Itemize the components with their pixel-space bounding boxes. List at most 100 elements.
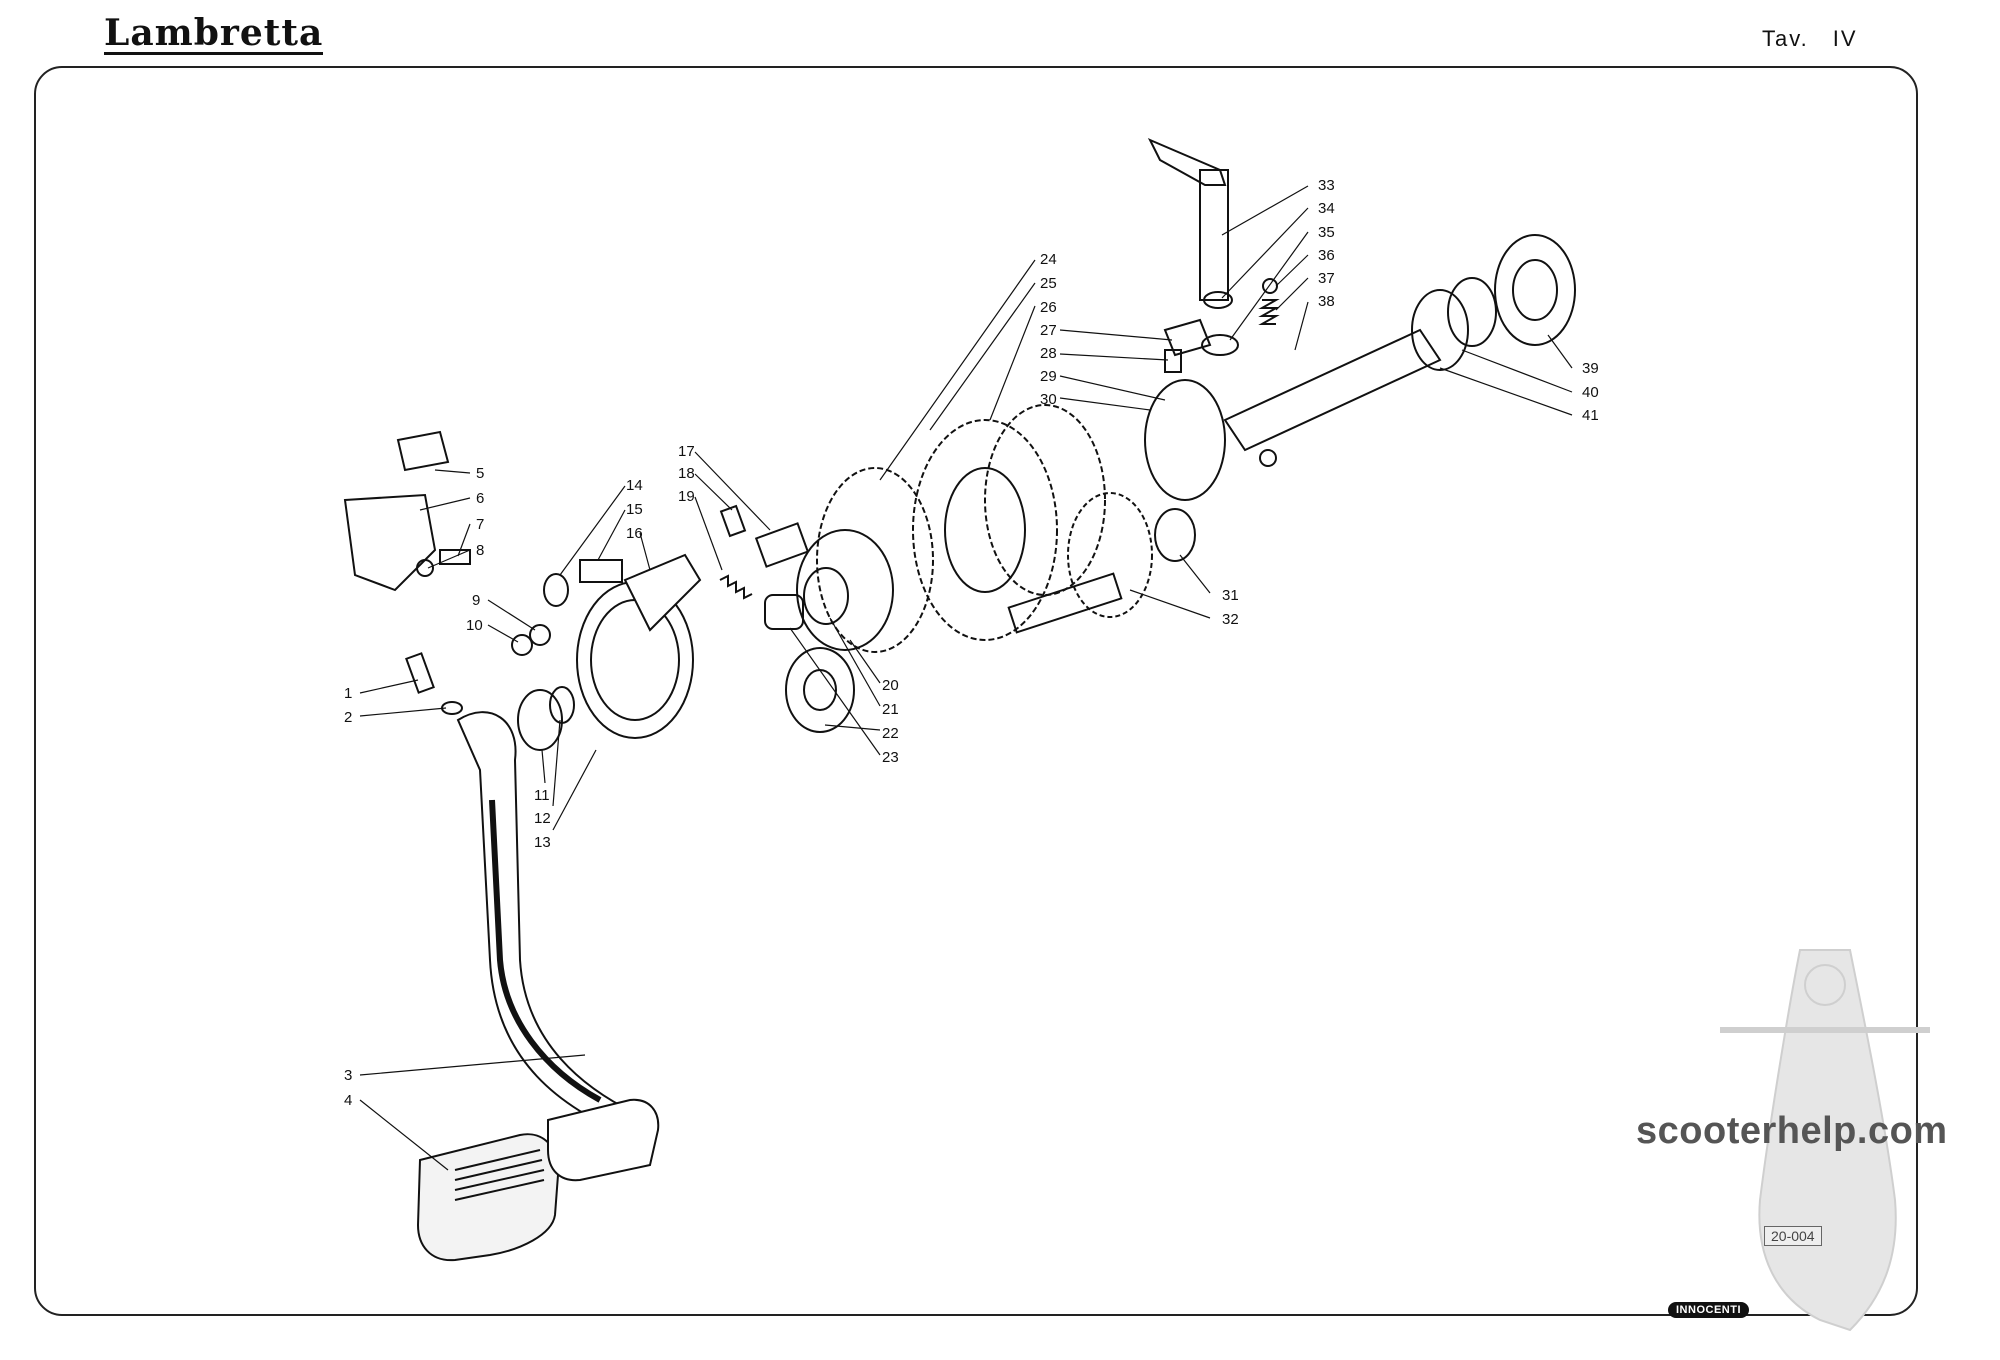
washer-31 <box>1154 508 1196 562</box>
ball-36 <box>1262 278 1278 294</box>
label-16: 16 <box>626 525 643 542</box>
label-17: 17 <box>678 443 695 460</box>
label-14: 14 <box>626 477 643 494</box>
ball-lower <box>1259 449 1277 467</box>
label-3: 3 <box>344 1067 352 1084</box>
kick-quadrant <box>623 553 702 632</box>
label-34: 34 <box>1318 200 1335 217</box>
washer-11 <box>517 689 563 751</box>
label-40: 40 <box>1582 384 1599 401</box>
label-10: 10 <box>466 617 483 634</box>
label-13: 13 <box>534 834 551 851</box>
label-27: 27 <box>1040 322 1057 339</box>
bolt-7 <box>439 549 471 565</box>
label-21: 21 <box>882 701 899 718</box>
bearing-22 <box>785 647 855 733</box>
plunger-17 <box>754 522 810 568</box>
washer-35 <box>1201 334 1239 356</box>
leader-lines <box>359 185 1573 1171</box>
selector-lever-33 <box>1147 138 1227 186</box>
bush-21 <box>803 567 849 625</box>
pedal-rubber <box>416 1133 560 1262</box>
table-number: IV <box>1832 26 1858 51</box>
label-23: 23 <box>882 749 899 766</box>
pedal-pad <box>547 1098 660 1182</box>
brand-logo: Lambretta <box>104 12 324 55</box>
gear-25-hub <box>944 467 1026 593</box>
rubber-buffer <box>396 430 450 472</box>
gear-24 <box>816 467 934 653</box>
pin-28 <box>1164 349 1182 373</box>
spring-37 <box>1258 299 1280 325</box>
detent-18 <box>719 504 747 538</box>
gear-26 <box>984 404 1106 596</box>
pedal-ribs <box>454 1149 545 1201</box>
label-8: 8 <box>476 542 484 559</box>
label-31: 31 <box>1222 587 1239 604</box>
gear-25 <box>912 419 1058 641</box>
label-6: 6 <box>476 490 484 507</box>
selector-27 <box>1163 318 1212 357</box>
washer-9 <box>529 624 551 646</box>
label-15: 15 <box>626 501 643 518</box>
bearing-39-inner <box>1512 259 1558 321</box>
label-38: 38 <box>1318 293 1335 310</box>
label-2: 2 <box>344 709 352 726</box>
label-41: 41 <box>1582 407 1599 424</box>
label-29: 29 <box>1040 368 1057 385</box>
label-28: 28 <box>1040 345 1057 362</box>
stop-bracket <box>343 493 437 592</box>
diagram-frame <box>34 66 1918 1316</box>
label-36: 36 <box>1318 247 1335 264</box>
lever-shading <box>489 799 602 1103</box>
label-37: 37 <box>1318 270 1335 287</box>
washer-14 <box>543 573 569 607</box>
kick-gear-20 <box>796 529 894 651</box>
bearing-39 <box>1494 234 1576 346</box>
label-39: 39 <box>1582 360 1599 377</box>
needle-roller-23 <box>764 594 804 630</box>
spring-19 <box>719 574 753 600</box>
maker-logo: INNOCENTI <box>1668 1302 1749 1318</box>
selector-shaft <box>1199 169 1229 301</box>
kickstart-lever <box>456 711 652 1142</box>
watermark-site: scooterhelp.com <box>1636 1110 1948 1152</box>
callout-labels: 1 2 3 4 5 6 7 8 9 10 11 12 13 14 15 16 1… <box>344 177 1599 1109</box>
label-4: 4 <box>344 1092 352 1109</box>
washer-8 <box>416 559 434 577</box>
layshaft <box>1007 572 1123 634</box>
label-20: 20 <box>882 677 899 694</box>
label-24: 24 <box>1040 251 1057 268</box>
return-spring-inner <box>590 599 680 721</box>
seal-40 <box>1411 289 1469 371</box>
label-7: 7 <box>476 516 484 533</box>
seal-34 <box>1203 291 1233 309</box>
label-11: 11 <box>534 787 550 804</box>
registration-plate: 20-004 <box>1764 1226 1822 1246</box>
label-30: 30 <box>1040 391 1057 408</box>
label-26: 26 <box>1040 299 1057 316</box>
table-id: Tav. IV <box>1762 26 1858 52</box>
ring-41 <box>1447 277 1497 347</box>
washer-12 <box>549 686 575 724</box>
label-25: 25 <box>1040 275 1057 292</box>
label-9: 9 <box>472 592 480 609</box>
label-19: 19 <box>678 488 695 505</box>
label-5: 5 <box>476 465 484 482</box>
main-shaft <box>1223 328 1442 452</box>
label-12: 12 <box>534 810 551 827</box>
pin-15 <box>579 559 623 583</box>
label-33: 33 <box>1318 177 1335 194</box>
table-prefix: Tav. <box>1762 26 1809 51</box>
label-1: 1 <box>344 685 352 702</box>
circlip-10 <box>511 634 533 656</box>
label-22: 22 <box>882 725 899 742</box>
selector-ring-30 <box>1144 379 1226 501</box>
label-18: 18 <box>678 465 695 482</box>
gear-32 <box>1067 492 1153 618</box>
bearing-22-inner <box>803 669 837 711</box>
label-35: 35 <box>1318 224 1335 241</box>
label-32: 32 <box>1222 611 1239 628</box>
